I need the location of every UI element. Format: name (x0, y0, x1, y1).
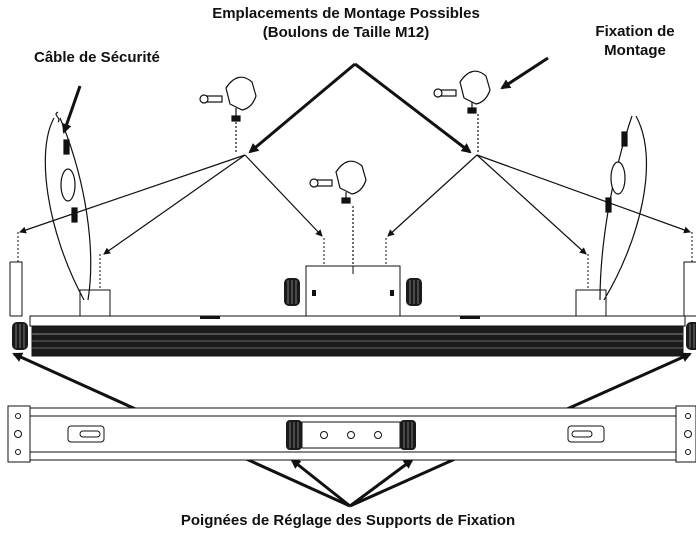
mounting-locations-line1: Emplacements de Montage Possibles (212, 5, 480, 22)
adjustment-knob-icon (12, 322, 28, 350)
right-end-bracket (683, 261, 696, 317)
left-mount-block (79, 289, 111, 317)
mounting-clamp-icon (433, 70, 491, 152)
adjustment-knob-icon (406, 278, 422, 306)
left-end-bracket (9, 261, 23, 317)
mount-location-pointers (19, 154, 691, 255)
mounting-clamp-icon (309, 160, 367, 266)
adjustment-knob-icon (400, 420, 416, 450)
safety-cable-label: Câble de Sécurité (34, 49, 160, 66)
adjustment-knobs-label: Poignées de Réglage des Supports de Fixa… (180, 512, 516, 529)
fixture-body (29, 315, 686, 357)
fixture-side-view (9, 261, 696, 357)
mounting-clamp-line2: Montage (604, 42, 666, 59)
mounting-clamp-label: Fixation de Montage (576, 22, 694, 60)
mount-point-guides (17, 232, 693, 290)
center-mount-bracket (305, 265, 401, 317)
safety-cable-icon (44, 111, 92, 301)
fixture-top-view (7, 405, 696, 463)
adjustment-knob-icon (284, 278, 300, 306)
mounting-locations-label: Emplacements de Montage Possibles (Boulo… (186, 4, 506, 42)
right-mount-block (575, 289, 607, 317)
mounting-clamp-icon (199, 76, 257, 152)
mounting-locations-line2: (Boulons de Taille M12) (262, 24, 430, 41)
safety-cable-icon (599, 115, 647, 301)
adjustment-knob-icon (686, 322, 696, 350)
adjustment-knob-icon (286, 420, 302, 450)
mounting-clamp-line1: Fixation de (595, 23, 675, 40)
